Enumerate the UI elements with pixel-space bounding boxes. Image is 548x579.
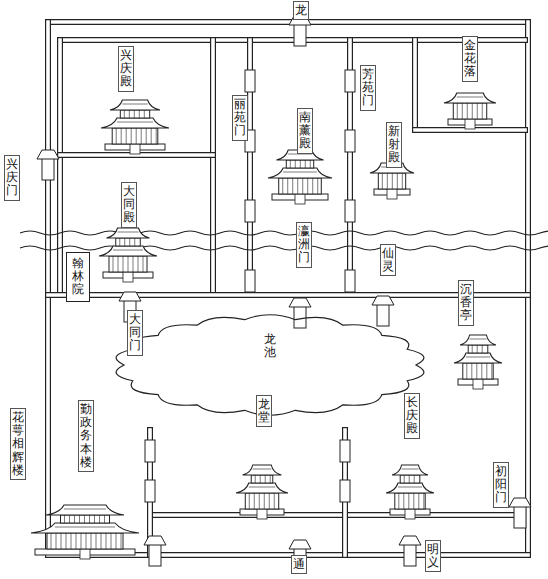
pillar xyxy=(340,480,350,502)
place-label: 兴庆殿 xyxy=(118,46,134,92)
hall-building xyxy=(99,228,157,282)
gate-tower xyxy=(37,150,59,180)
hall-building xyxy=(268,150,332,204)
place-label: 明义 xyxy=(425,540,441,572)
pillar xyxy=(245,70,255,92)
wall-inner xyxy=(526,22,530,555)
hall-building xyxy=(370,163,414,199)
place-label: 大同殿 xyxy=(121,182,137,228)
pillar xyxy=(145,480,155,502)
gate-tower xyxy=(372,296,394,326)
wall xyxy=(48,19,528,25)
wall-inner xyxy=(48,20,528,24)
place-label: 初阳门 xyxy=(493,462,509,508)
place-label: 瀛洲门 xyxy=(296,222,312,268)
place-label: 兴庆门 xyxy=(4,155,20,201)
building-box: 翰林院 xyxy=(66,252,90,302)
hall-building xyxy=(454,335,502,389)
place-label: 仙灵 xyxy=(380,244,396,276)
place-label: 丽苑门 xyxy=(232,95,248,141)
wall xyxy=(60,37,415,43)
place-label: 花萼相辉楼 xyxy=(10,408,26,480)
river-bank xyxy=(20,231,548,235)
river-bank xyxy=(20,246,548,250)
place-label: 大同门 xyxy=(127,310,143,356)
place-label: 新射殿 xyxy=(386,122,402,168)
wall-inner xyxy=(46,22,50,555)
wall-inner xyxy=(211,40,215,295)
place-label: 龙堂 xyxy=(256,395,272,427)
pillar xyxy=(345,270,355,292)
pillar xyxy=(345,70,355,92)
gate-tower xyxy=(399,536,421,566)
pillar xyxy=(345,130,355,152)
place-name: 翰林院 xyxy=(72,257,84,297)
gate-tower xyxy=(144,536,166,566)
wall-inner xyxy=(58,40,62,295)
place-label: 芳苑门 xyxy=(360,65,376,111)
hall-building xyxy=(386,465,434,519)
place-label: 龙 xyxy=(293,1,309,20)
place-label: 通 xyxy=(291,555,307,574)
pillar xyxy=(145,440,155,462)
wall xyxy=(57,40,63,295)
wall xyxy=(525,22,531,555)
hall-building xyxy=(444,93,496,129)
wall-inner xyxy=(413,40,417,130)
place-label: 长庆殿 xyxy=(404,393,420,439)
place-label: 沉香亭 xyxy=(458,280,474,326)
hall-building xyxy=(236,465,288,519)
wall-inner xyxy=(150,513,520,517)
pillar xyxy=(345,200,355,222)
wall xyxy=(45,22,51,555)
pillar xyxy=(245,200,255,222)
pillar xyxy=(245,270,255,292)
wall-inner xyxy=(60,38,415,42)
pillar xyxy=(340,440,350,462)
hall-building xyxy=(101,100,169,154)
gate-tower xyxy=(289,298,311,328)
place-label: 南薰殿 xyxy=(297,108,313,154)
place-name: 龙池 xyxy=(264,333,276,359)
wall xyxy=(150,512,520,518)
wall xyxy=(412,40,418,130)
place-label: 金花落 xyxy=(462,36,478,82)
wall xyxy=(48,292,528,298)
hall-building xyxy=(31,505,139,559)
place-label: 勤政务本楼 xyxy=(78,400,94,472)
gate-tower xyxy=(289,16,311,46)
gate-tower xyxy=(509,498,531,528)
wall-inner xyxy=(48,293,528,297)
wall xyxy=(210,40,216,295)
